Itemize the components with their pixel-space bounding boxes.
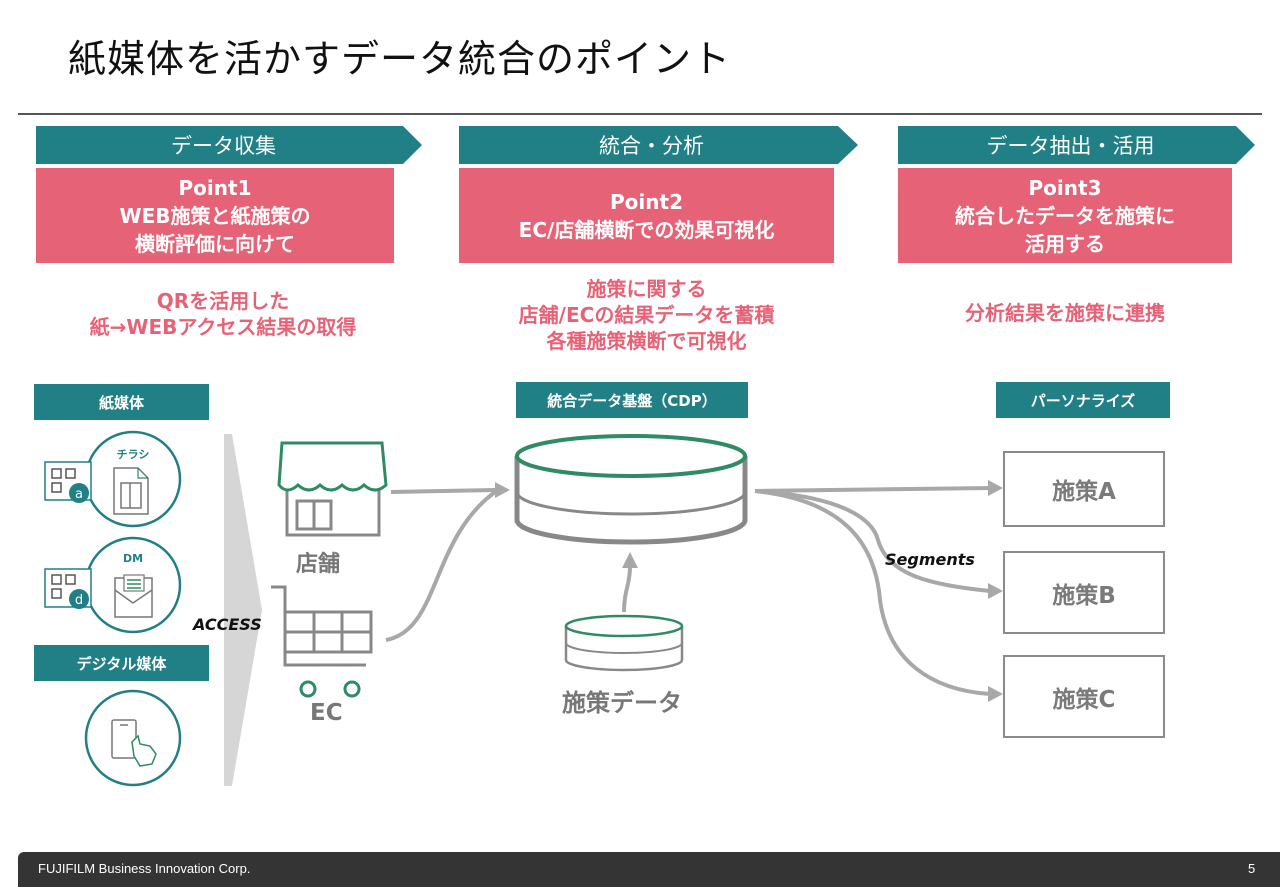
point3-title: Point3 xyxy=(1028,175,1102,200)
ec-label: EC xyxy=(310,700,343,726)
arrow-to-target-c xyxy=(754,489,991,696)
point1-box: Point1 WEB施策と紙施策の 横断評価に向けて xyxy=(36,168,394,263)
desc2-line3: 各種施策横断で可視化 xyxy=(546,329,747,353)
title-divider xyxy=(18,113,1262,115)
arrow-measure-to-cdp xyxy=(622,566,632,613)
cdp-database-icon xyxy=(514,434,748,545)
page-title: 紙媒体を活かすデータ統合のポイント xyxy=(68,37,732,81)
phase-arrow-3 xyxy=(898,126,1255,164)
point3-line1: 統合したデータを施策に xyxy=(955,203,1175,228)
arrow-store-to-cdp xyxy=(390,488,496,494)
envelope-icon xyxy=(44,536,182,634)
point2-description: 施策に関する 店舗/ECの結果データを蓄積 各種施策横断で可視化 xyxy=(459,276,834,354)
smartphone-tap-icon xyxy=(84,689,182,787)
measure-database-icon xyxy=(564,614,684,672)
flyer-icon xyxy=(44,430,182,528)
arrow-ec-to-cdp xyxy=(385,490,497,642)
desc2-line1: 施策に関する xyxy=(586,277,707,301)
phase-label-1: データ収集 xyxy=(171,134,276,158)
store-icon xyxy=(277,441,388,537)
flyer-badge: a xyxy=(75,487,83,502)
arrowhead-b xyxy=(988,583,1003,599)
footer-company: FUJIFILM Business Innovation Corp. xyxy=(38,861,251,876)
dm-badge: d xyxy=(75,593,83,608)
desc1-line2: 紙→WEBアクセス結果の取得 xyxy=(89,315,357,339)
page-number: 5 xyxy=(1248,861,1256,876)
target-b: 施策B xyxy=(1003,551,1165,634)
point1-title: Point1 xyxy=(178,175,252,200)
target-c: 施策C xyxy=(1003,655,1165,738)
arrowhead-c xyxy=(988,686,1003,702)
point1-description: QRを活用した 紙→WEBアクセス結果の取得 xyxy=(36,288,410,340)
point1-line1: WEB施策と紙施策の xyxy=(119,203,311,228)
point2-box: Point2 EC/店舗横断での効果可視化 xyxy=(459,168,834,263)
cdp-label: 統合データ基盤（CDP） xyxy=(516,382,748,418)
arrow-to-target-a xyxy=(754,486,991,493)
cart-icon xyxy=(271,585,373,698)
desc3-line1: 分析結果を施策に連携 xyxy=(965,301,1165,325)
store-label: 店舗 xyxy=(296,552,341,577)
desc1-line1: QRを活用した xyxy=(156,289,290,313)
flyer-label: チラシ xyxy=(116,448,150,461)
personalize-label: パーソナライズ xyxy=(996,382,1170,418)
digital-media-label: デジタル媒体 xyxy=(34,645,209,681)
arrow-to-target-b xyxy=(754,489,991,593)
point3-line2: 活用する xyxy=(1025,231,1105,256)
point1-line2: 横断評価に向けて xyxy=(135,231,295,256)
phase-label-3: データ抽出・活用 xyxy=(986,134,1155,158)
phase-label-2: 統合・分析 xyxy=(599,134,704,158)
arrowhead-a xyxy=(988,480,1003,496)
footer-bar xyxy=(18,852,1280,887)
desc2-line2: 店舗/ECの結果データを蓄積 xyxy=(518,303,775,327)
phase-arrow-2 xyxy=(459,126,858,164)
phase-arrow-1 xyxy=(36,126,422,164)
measure-data-label: 施策データ xyxy=(562,689,682,717)
point3-box: Point3 統合したデータを施策に 活用する xyxy=(898,168,1232,263)
segments-label: Segments xyxy=(885,550,975,569)
access-chevron xyxy=(224,434,262,786)
arrowhead-cdp xyxy=(495,482,510,498)
access-label: ACCESS xyxy=(193,615,262,634)
target-a: 施策A xyxy=(1003,451,1165,527)
point3-description: 分析結果を施策に連携 xyxy=(898,300,1232,326)
point2-title: Point2 xyxy=(610,189,683,214)
paper-media-label: 紙媒体 xyxy=(34,384,209,420)
dm-label: DM xyxy=(122,552,144,565)
point2-line1: EC/店舗横断での効果可視化 xyxy=(518,217,775,242)
